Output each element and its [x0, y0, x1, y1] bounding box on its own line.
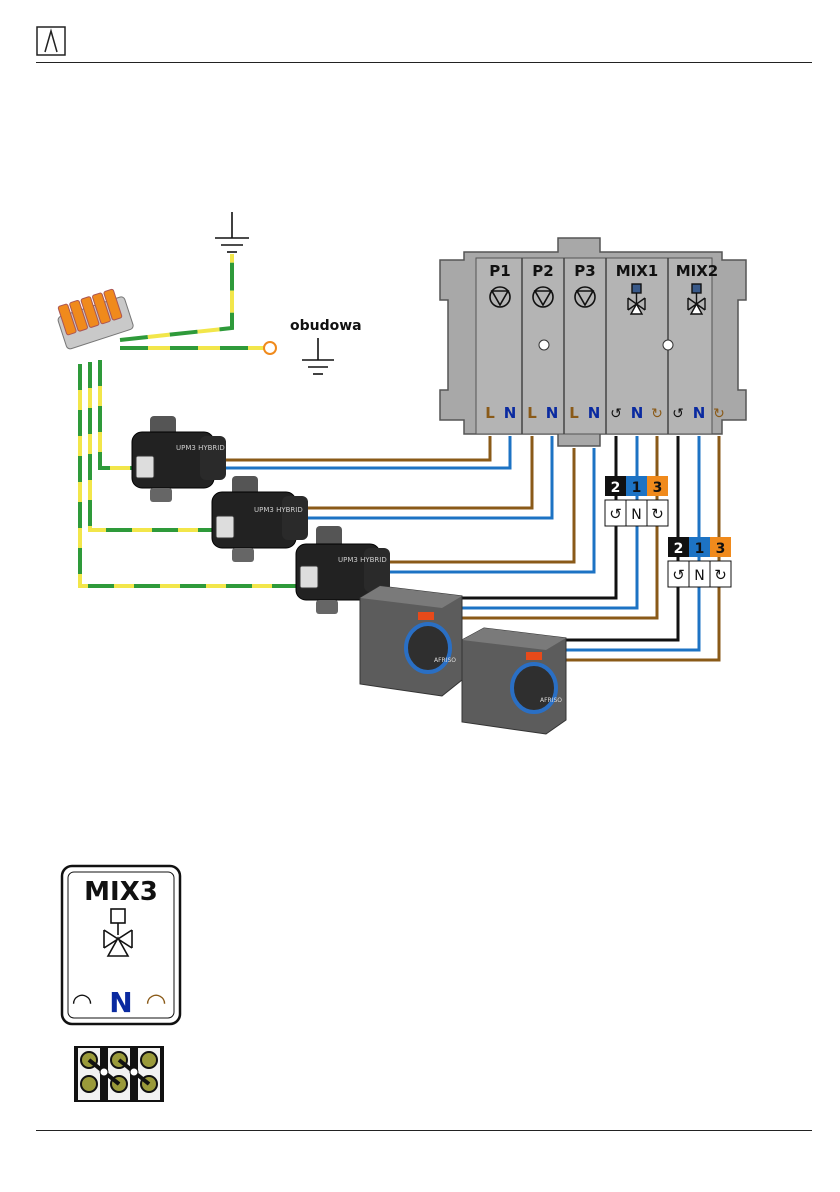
mix3-terminal-cw: ◠ [146, 988, 167, 1016]
valve-actuator-1: AFRISO [360, 586, 462, 696]
terminal-p1-n: N [504, 404, 517, 422]
terminal-mix2-cw: ↻ [713, 406, 725, 422]
actuator1-sym-ccw: ↺ [609, 505, 622, 523]
terminal-p1-l: L [485, 404, 495, 422]
terminal-mix2-ccw: ↺ [672, 406, 684, 422]
actuator2-brand-label: AFRISO [540, 697, 562, 704]
actuator1-num-2: 2 [611, 480, 621, 496]
ground-symbol-main [215, 212, 249, 252]
terminal-p3-n: N [588, 404, 601, 422]
actuator1-num-1: 1 [632, 480, 642, 496]
ground-symbol-casing [302, 338, 334, 374]
module-label-p3: P3 [574, 262, 595, 280]
casing-label: obudowa [290, 318, 362, 334]
actuator2-num-1: 1 [695, 541, 705, 557]
terminal-mix1-cw: ↻ [651, 406, 663, 422]
mix3-terminal-n: N [109, 986, 132, 1019]
mix3-terminal-ccw: ◠ [72, 988, 93, 1016]
actuator1-sym-cw: ↻ [651, 505, 664, 523]
module-label-p1: P1 [489, 262, 510, 280]
footer-rule [36, 1130, 812, 1131]
actuator1-sym-n: N [631, 507, 641, 523]
pump1-model-label: UPM3 HYBRID [176, 444, 225, 452]
actuator2-num-2: 2 [674, 541, 684, 557]
circulation-pump-2: UPM3 HYBRID [212, 476, 308, 562]
actuator2-sym-n: N [694, 568, 704, 584]
mix3-jumper-block [74, 1046, 164, 1102]
terminal-p2-n: N [546, 404, 559, 422]
pump3-model-label: UPM3 HYBRID [338, 556, 387, 564]
actuator2-num-3: 3 [716, 541, 726, 557]
terminal-mix1-n: N [631, 404, 644, 422]
module-label-mix2: MIX2 [676, 262, 719, 280]
actuator2-sym-ccw: ↺ [672, 566, 685, 584]
terminal-p3-l: L [569, 404, 579, 422]
actuator1-num-3: 3 [653, 480, 663, 496]
terminal-mix1-ccw: ↺ [610, 406, 622, 422]
module-label-mix1: MIX1 [616, 262, 659, 280]
casing-terminal [264, 342, 276, 354]
power-wires [220, 436, 719, 660]
circulation-pump-1: UPM3 HYBRID [132, 416, 226, 502]
pump2-model-label: UPM3 HYBRID [254, 506, 303, 514]
actuator2-sym-cw: ↻ [714, 566, 727, 584]
terminal-p2-l: L [527, 404, 537, 422]
module-label-p2: P2 [532, 262, 553, 280]
valve-actuator-2: AFRISO [462, 628, 566, 734]
terminal-mix2-n: N [693, 404, 706, 422]
actuator1-brand-label: AFRISO [434, 657, 456, 664]
mix3-label: MIX3 [84, 877, 158, 907]
